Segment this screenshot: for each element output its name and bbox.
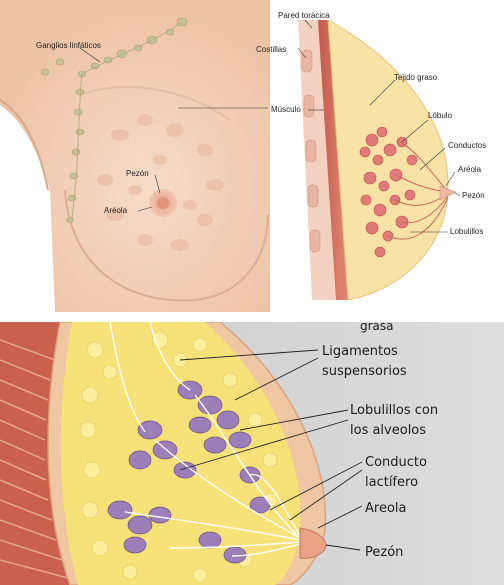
front-nipple xyxy=(157,197,169,209)
label-ganglios: Ganglios linfáticos xyxy=(36,41,101,50)
label-ligamentos-2: suspensorios xyxy=(322,364,407,379)
label-areola-detail: Areola xyxy=(365,501,406,516)
label-pezon-front: Pezón xyxy=(126,169,149,178)
label-lobulillos-cross: Lobulillos xyxy=(450,227,483,236)
label-lobulillos-1: Lobulillos con xyxy=(350,403,438,418)
label-lobulo: Lóbulo xyxy=(428,111,453,120)
label-musculo: Músculo xyxy=(271,105,301,114)
front-view-panel: Ganglios linfáticos Pezón Aréola xyxy=(0,0,270,312)
cross-section-panel: Pared torácica Costillas Músculo Tejido … xyxy=(256,0,504,312)
label-pezon-detail: Pezón xyxy=(365,545,403,560)
label-ligamentos-1: Ligamentos xyxy=(322,344,398,359)
label-areola-cross: Aréola xyxy=(458,165,482,174)
label-conducto-2: lactífero xyxy=(365,475,418,490)
label-pared: Pared torácica xyxy=(278,11,330,20)
detail-panel: grasa Ligamentos suspensorios Lobulillos… xyxy=(0,319,504,585)
label-pezon-cross: Pezón xyxy=(462,191,485,200)
label-conducto-1: Conducto xyxy=(365,455,427,470)
panel-separator xyxy=(0,312,504,322)
label-lobulillos-2: los alveolos xyxy=(350,423,426,438)
label-conductos: Conductos xyxy=(448,141,486,150)
label-tejido: Tejido graso xyxy=(394,73,438,82)
label-areola-front: Aréola xyxy=(104,206,128,215)
label-costillas: Costillas xyxy=(256,45,286,54)
